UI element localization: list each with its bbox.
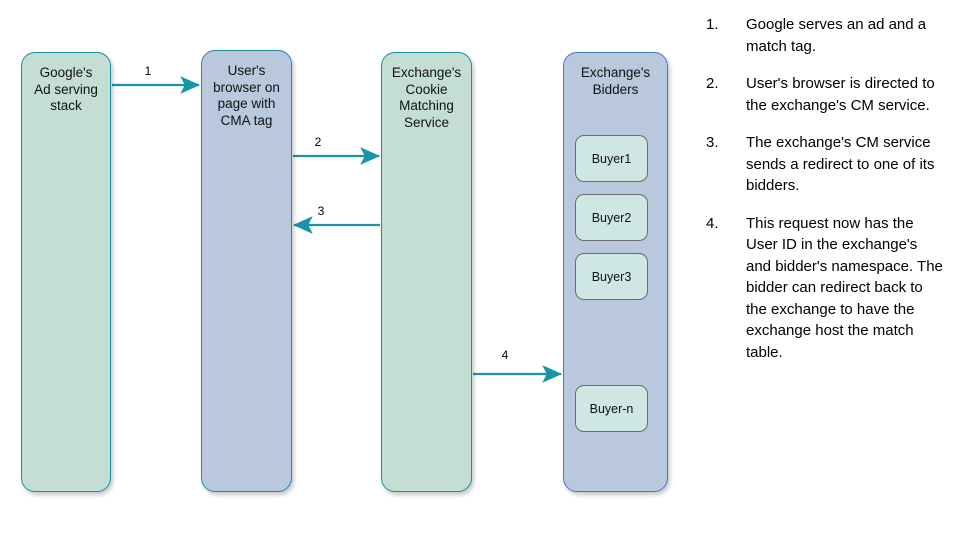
buyer-box-n[interactable]: Buyer-n [575, 385, 648, 432]
step-text-2: User's browser is directed to the exchan… [746, 75, 935, 114]
step-number-4: 4. [706, 214, 719, 232]
arrow-label-3: 3 [317, 204, 325, 218]
buyer-box-1[interactable]: Buyer1 [575, 135, 648, 182]
arrow-label-4: 4 [501, 348, 509, 362]
buyer-box-2[interactable]: Buyer2 [575, 194, 648, 241]
arrow-label-1: 1 [144, 64, 152, 78]
arrow-label-2: 2 [314, 135, 322, 149]
steps-list: 1. Google serves an ad and a match tag. … [706, 14, 946, 379]
step-number-3: 3. [706, 134, 719, 151]
step-number-1: 1. [706, 16, 719, 33]
step-number-2: 2. [706, 75, 719, 92]
step-text-3: The exchange's CM service sends a redire… [746, 134, 935, 194]
step-item-3: 3. The exchange's CM service sends a red… [706, 132, 946, 197]
step-text-1: Google serves an ad and a match tag. [746, 16, 927, 55]
step-item-2: 2. User's browser is directed to the exc… [706, 73, 946, 116]
step-text-4: This request now has the User ID in the … [746, 214, 943, 361]
buyer-box-3[interactable]: Buyer3 [575, 253, 648, 300]
step-item-4: 4. This request now has the User ID in t… [706, 213, 946, 364]
step-item-1: 1. Google serves an ad and a match tag. [706, 14, 946, 57]
